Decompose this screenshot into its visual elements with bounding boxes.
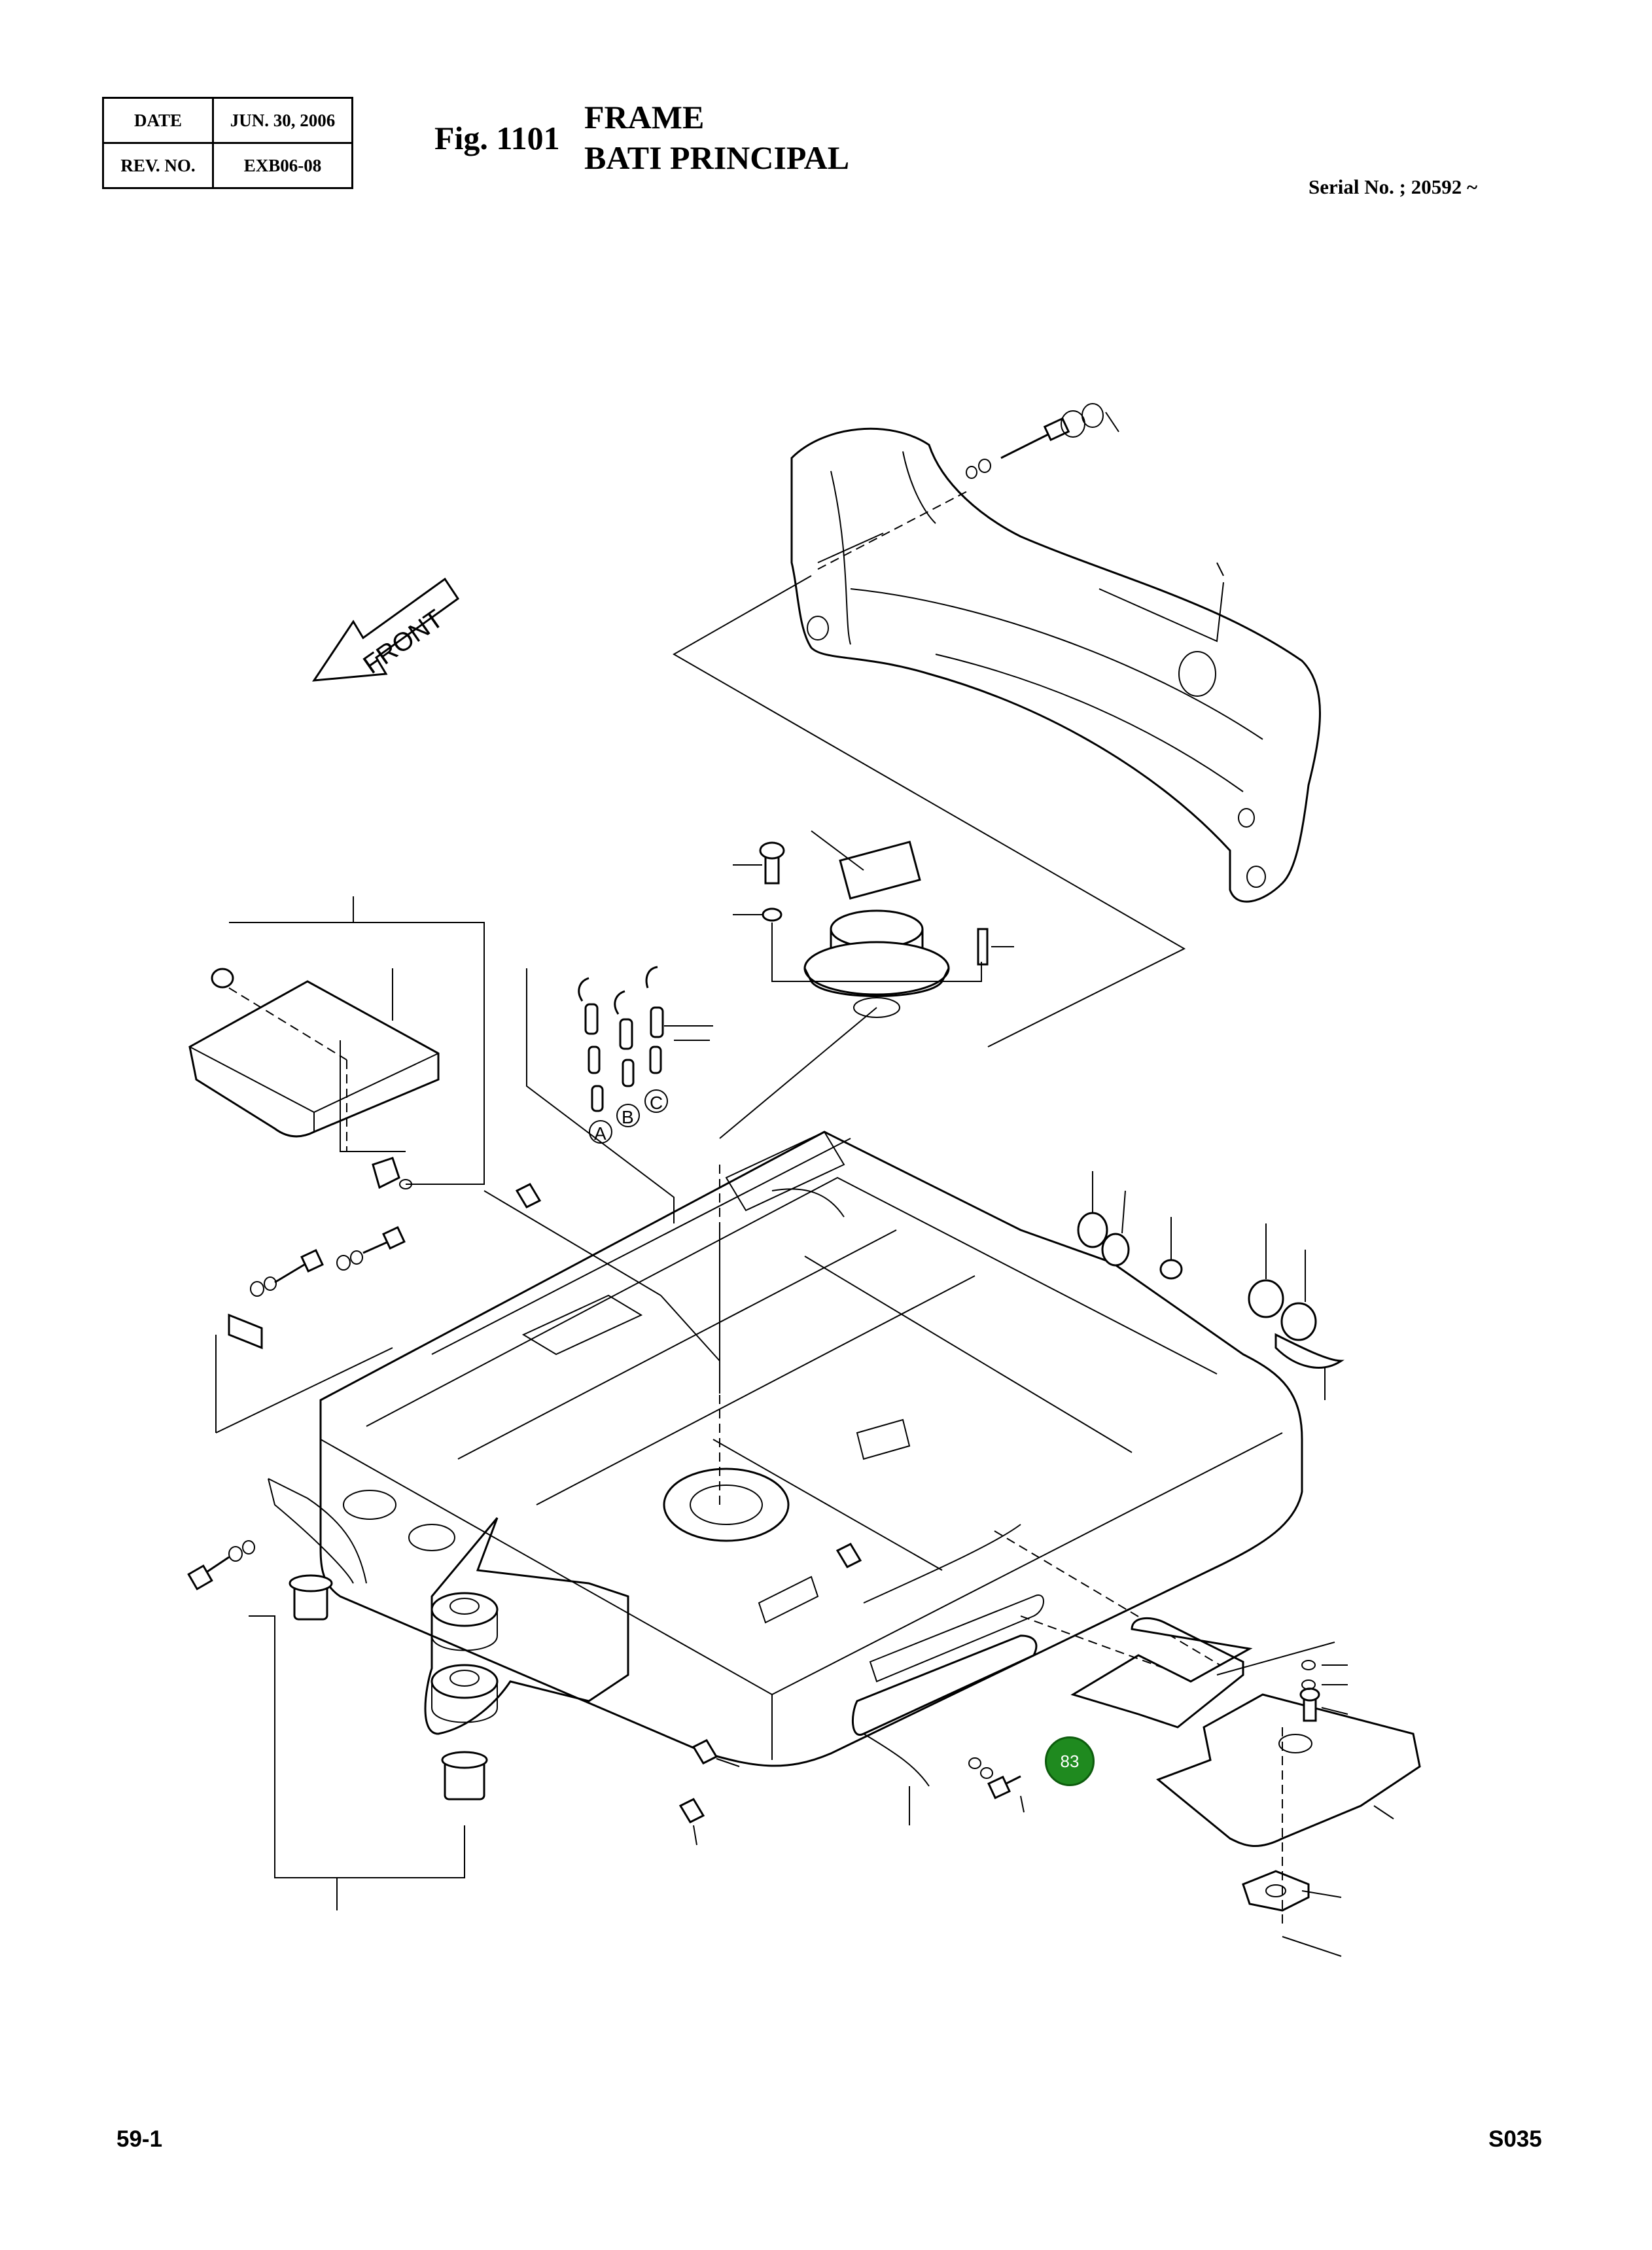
revision-table: DATE JUN. 30, 2006 REV. NO. EXB06-08 [102, 97, 353, 189]
page-subtitle: BATI PRINCIPAL [584, 139, 850, 176]
swing-bracket-drawing [249, 1517, 629, 1910]
figure-number: Fig. 1101 [434, 120, 560, 156]
date-value: JUN. 30, 2006 [212, 97, 353, 144]
front-direction-arrow: FRONT [312, 577, 460, 682]
rev-value: EXB06-08 [212, 142, 353, 189]
page-title: FRAME [584, 99, 705, 135]
under-covers-drawing [1020, 1615, 1421, 1957]
main-frame-drawing [319, 1007, 1303, 1767]
rev-label: REV. NO. [102, 142, 214, 189]
serial-number: Serial No. ; 20592 ~ [1309, 175, 1478, 198]
ref-letter-a: A [594, 1123, 606, 1144]
front-arrow-label: FRONT [358, 605, 448, 680]
side-cover-drawing [851, 1634, 1038, 1825]
bearings-right-drawing [1077, 1171, 1344, 1400]
step-drawing [188, 896, 485, 1189]
swivel-joint-drawing [733, 830, 1014, 1018]
date-label: DATE [102, 97, 214, 144]
part-callout-83[interactable]: 83 [1045, 1736, 1095, 1786]
grease-fittings-drawing [515, 1183, 862, 1846]
ref-letter-c: C [650, 1093, 663, 1113]
page-code: S035 [1488, 2126, 1542, 2152]
ref-letter-b: B [622, 1107, 634, 1127]
bolts-washers-left-drawing [187, 1226, 406, 1591]
page-number: 59-1 [116, 2126, 163, 2152]
counterweight-drawing [672, 403, 1321, 1047]
hose-fittings-drawing: A B C [526, 966, 713, 1223]
